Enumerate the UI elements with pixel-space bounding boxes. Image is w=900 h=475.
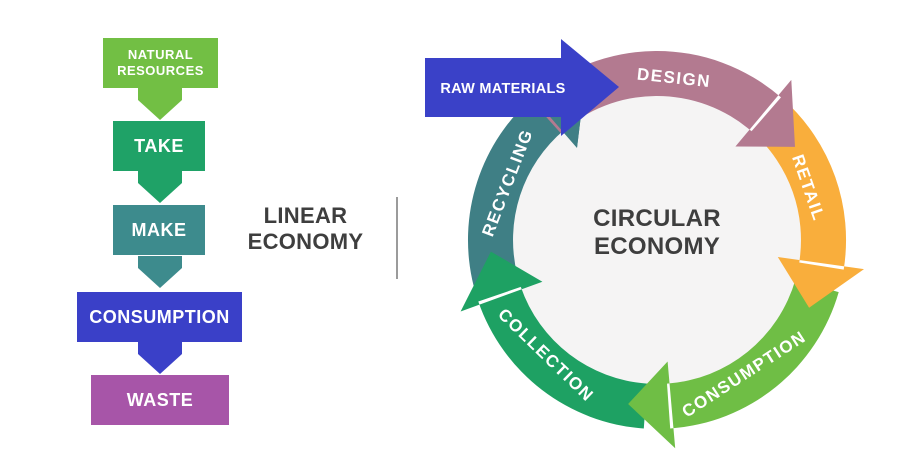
linear-step-waste: WASTE <box>91 375 229 425</box>
segment-arrow-retail <box>753 99 864 308</box>
linear-step-natural-resources: NATURAL RESOURCES <box>103 38 218 88</box>
linear-step-consumption: CONSUMPTION <box>77 292 242 342</box>
raw-materials-arrowhead-icon <box>561 39 619 136</box>
down-arrow-3-icon <box>138 268 182 288</box>
segment-arrow-collection <box>460 251 647 429</box>
linear-step-take: TAKE <box>113 121 205 171</box>
raw-materials-arrow: RAW MATERIALS <box>425 39 619 136</box>
segment-arrow-recycling <box>467 82 584 286</box>
divider-line <box>396 197 398 279</box>
down-arrow-3-stem <box>138 256 182 268</box>
inner-circle <box>512 95 802 385</box>
down-arrow-1-stem <box>138 88 182 100</box>
raw-materials-label: RAW MATERIALS <box>440 81 565 97</box>
circular-economy-title: CIRCULAR ECONOMY <box>593 205 721 261</box>
linear-economy-title: LINEAR ECONOMY <box>247 203 364 254</box>
linear-step-make: MAKE <box>113 205 205 255</box>
down-arrow-2-stem <box>138 171 182 183</box>
segment-arrow-consumption <box>628 279 839 449</box>
circular-economy-diagram: DESIGNRETAILCONSUMPTIONCOLLECTIONRECYCLI… <box>425 39 864 449</box>
raw-materials-arrow-body <box>425 58 561 117</box>
down-arrow-1-icon <box>138 100 182 120</box>
down-arrow-4-icon <box>138 354 182 374</box>
down-arrow-4-stem <box>138 342 182 354</box>
down-arrow-2-icon <box>138 183 182 203</box>
